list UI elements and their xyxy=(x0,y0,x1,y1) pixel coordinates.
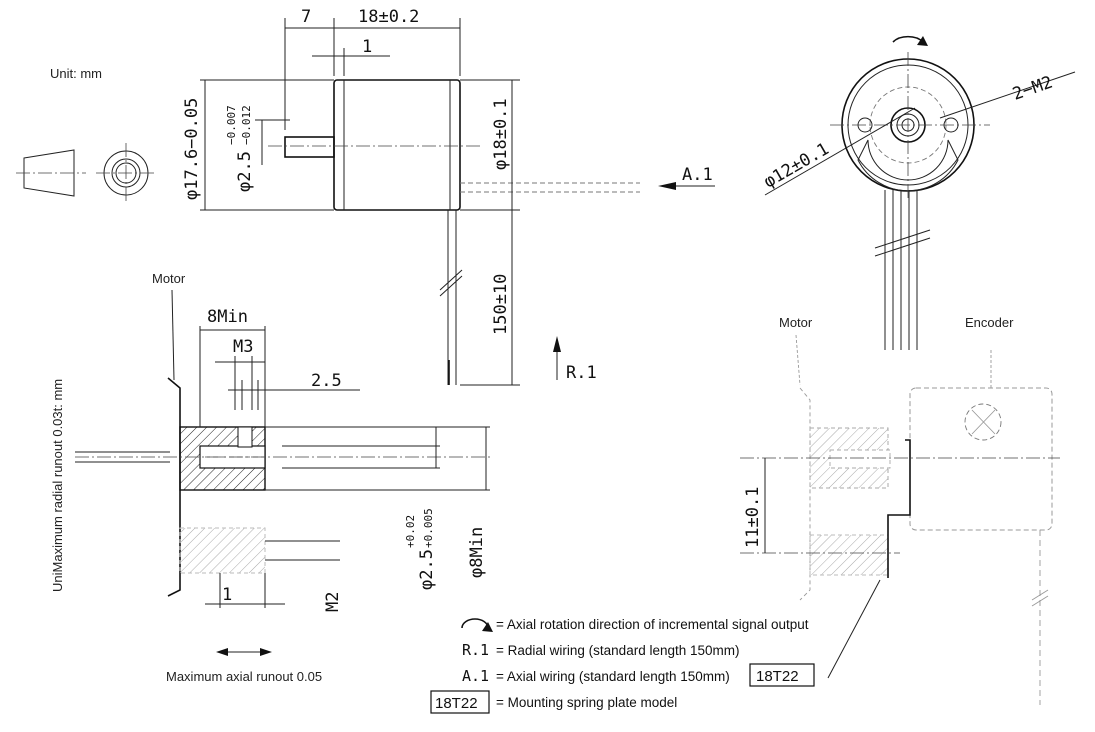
axial-runout-label: Maximum axial runout 0.05 xyxy=(166,669,322,684)
bushing-side-view xyxy=(16,149,86,197)
radial-runout-label: UniMaximum radial runout 0.03t: mm xyxy=(50,379,65,592)
dim-dia2-5-top: φ2.5 xyxy=(235,151,255,192)
motor-end-view xyxy=(764,35,1076,350)
dim-2-5: 2.5 xyxy=(311,371,342,391)
label-r1: R.1 xyxy=(566,363,597,383)
dim-150: 150±10 xyxy=(491,274,511,335)
tol-top-lower: −0.012 xyxy=(240,105,253,145)
legend-r1-text: = Radial wiring (standard length 150mm) xyxy=(496,643,740,658)
shaft-section-view xyxy=(75,289,490,608)
legend-a1-symbol: A.1 xyxy=(462,667,489,685)
dim-dia2-5-bot: φ2.5 xyxy=(417,549,437,590)
dim-dia12: φ12±0.1 xyxy=(761,139,833,192)
encoder-assembly-view xyxy=(740,334,1060,705)
dim-18: 18±0.2 xyxy=(358,7,419,27)
legend-model-box: 18T22 xyxy=(435,695,478,712)
legend-a1-text: = Axial wiring (standard length 150mm) xyxy=(496,669,730,684)
dim-11: 11±0.1 xyxy=(743,487,763,548)
dim-1-top: 1 xyxy=(362,37,372,57)
bushing-end-view xyxy=(96,143,156,203)
dim-1-bot: 1 xyxy=(222,585,232,605)
encoder-label: Encoder xyxy=(965,315,1014,330)
dim-2-m2: 2−M2 xyxy=(1010,72,1055,104)
motor-side-view xyxy=(268,79,640,385)
dim-m2: M2 xyxy=(323,592,343,612)
legend-rotation-text: = Axial rotation direction of incrementa… xyxy=(496,617,809,632)
motor-label-top: Motor xyxy=(152,271,186,286)
legend-model-box-a1: 18T22 xyxy=(756,668,799,685)
tol-bot-upper: +0.02 xyxy=(404,515,417,548)
unit-label: Unit: mm xyxy=(50,66,102,81)
dim-dia8min: φ8Min xyxy=(467,527,487,578)
legend-r1-symbol: R.1 xyxy=(462,641,489,659)
dim-dia17-6: φ17.6−0.05 xyxy=(182,98,202,200)
legend: = Axial rotation direction of incrementa… xyxy=(430,617,815,714)
tol-top-upper: −0.007 xyxy=(225,105,238,145)
dim-8min: 8Min xyxy=(207,307,248,327)
dimension-lines-bottom-left xyxy=(199,326,487,656)
legend-model-text: = Mounting spring plate model xyxy=(496,695,677,710)
dimension-lines-top xyxy=(200,18,715,386)
tol-bot-lower: +0.005 xyxy=(422,508,435,548)
dim-dia18: φ18±0.1 xyxy=(491,98,511,170)
label-a1: A.1 xyxy=(682,165,713,185)
dim-m3: M3 xyxy=(233,337,253,357)
motor-label-right: Motor xyxy=(779,315,813,330)
dim-7: 7 xyxy=(301,7,311,27)
